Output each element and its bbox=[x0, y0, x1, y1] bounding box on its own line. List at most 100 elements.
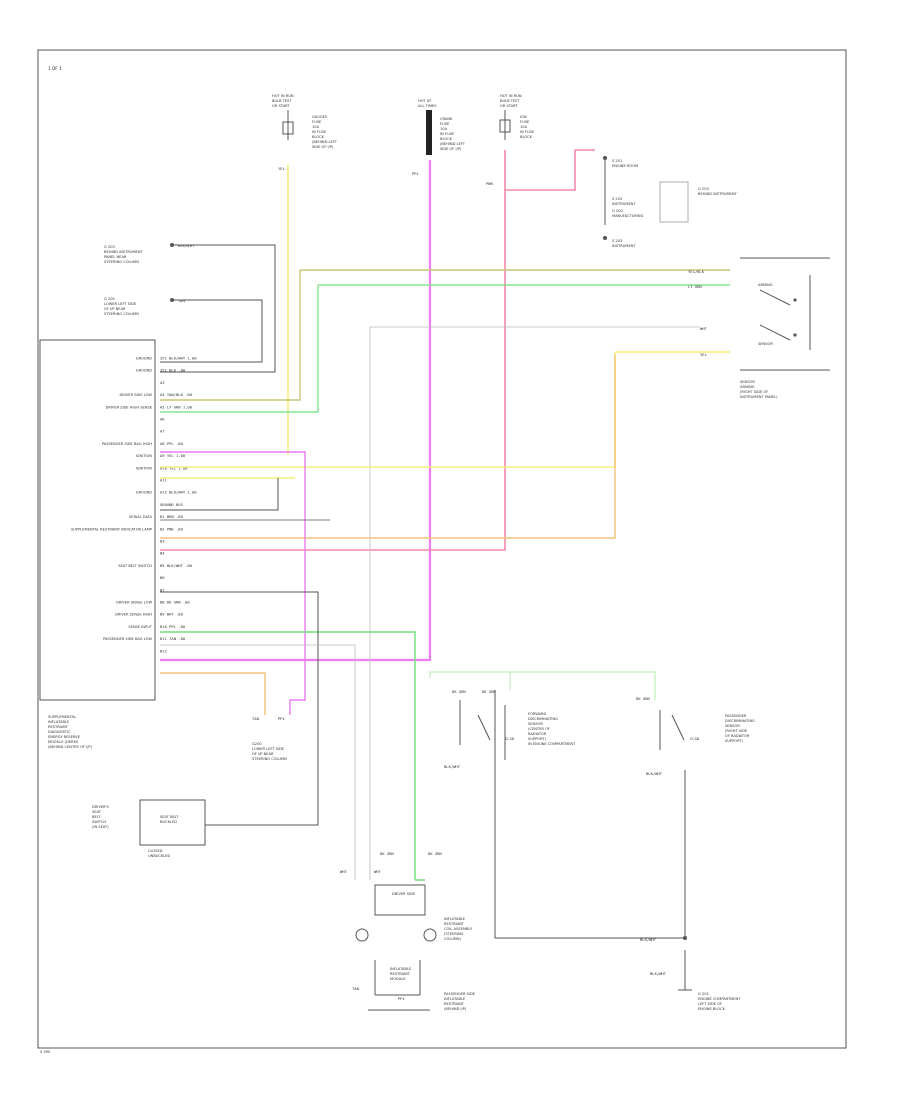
derm-pin-wire: A3 bbox=[160, 380, 165, 385]
svg-text:SENSOR: SENSOR bbox=[528, 722, 543, 726]
driver-coil-assembly: DRIVER SIDE INFLATABLE RESTRAINT MODULE … bbox=[340, 851, 476, 1011]
derm-pin-wire: B5 BLK/WHT .80 bbox=[160, 563, 193, 568]
svg-text:ENGINE COMPARTMENT: ENGINE COMPARTMENT bbox=[698, 997, 741, 1001]
svg-text:RESTRAINT: RESTRAINT bbox=[444, 1002, 465, 1006]
fuse-block-crank: HOT AT ALL TIMES CRANK FUSE 10A IN FUSE … bbox=[418, 99, 466, 155]
svg-text:IGN: IGN bbox=[520, 115, 527, 119]
derm-pin-wire: A9 YEL 1.00 bbox=[160, 453, 186, 458]
wire-orange-tan bbox=[160, 672, 266, 715]
svg-text:PPL: PPL bbox=[398, 996, 406, 1001]
svg-text:BLK/WHT: BLK/WHT bbox=[650, 971, 667, 976]
svg-text:(RIGHT SIDE: (RIGHT SIDE bbox=[725, 729, 748, 733]
svg-text:SENSOR: SENSOR bbox=[758, 342, 773, 346]
svg-text:DISCRIMINATING: DISCRIMINATING bbox=[528, 717, 558, 721]
forward-sensor-2: DK GRN CLSD BLK/WHT PASSENGER DISCRIMINA… bbox=[636, 696, 755, 776]
svg-text:COIL ASSEMBLY: COIL ASSEMBLY bbox=[444, 927, 473, 931]
svg-text:SENSOR: SENSOR bbox=[740, 380, 755, 384]
wire-green-ltgrn bbox=[160, 284, 730, 413]
svg-text:TAN: TAN bbox=[352, 986, 360, 991]
tag-yel-blk: YEL/BLK bbox=[688, 269, 705, 274]
svg-text:10A: 10A bbox=[520, 125, 528, 129]
svg-text:INFLATABLE: INFLATABLE bbox=[444, 917, 466, 921]
svg-text:DK GRN: DK GRN bbox=[380, 851, 394, 856]
derm-pin-label: SUPPLEMENTAL RESTRAINT INDICATOR LAMP bbox=[71, 527, 153, 531]
svg-text:BULB TEST: BULB TEST bbox=[272, 99, 292, 103]
svg-text:STEERING COLUMN: STEERING COLUMN bbox=[104, 312, 139, 316]
svg-text:GAUGES: GAUGES bbox=[312, 115, 328, 119]
svg-text:OF I/P NEAR: OF I/P NEAR bbox=[104, 307, 126, 311]
svg-text:IN FUSE: IN FUSE bbox=[312, 130, 327, 134]
svg-text:CRANK: CRANK bbox=[440, 117, 453, 121]
sensor-arming-switch: ARMING SENSOR SENSOR ARMING (RIGHT SIDE … bbox=[740, 257, 830, 399]
svg-text:DK GRN: DK GRN bbox=[452, 689, 466, 694]
svg-text:LEFT SIDE OF: LEFT SIDE OF bbox=[698, 1002, 722, 1006]
svg-text:(RIGHT SIDE OF: (RIGHT SIDE OF bbox=[740, 390, 768, 394]
svg-text:MANUFACTURING: MANUFACTURING bbox=[612, 214, 644, 218]
svg-text:COLUMN): COLUMN) bbox=[444, 937, 462, 941]
svg-text:ENERGY RESERVE: ENERGY RESERVE bbox=[48, 735, 81, 739]
svg-text:ENGINE BLOCK: ENGINE BLOCK bbox=[698, 1007, 726, 1011]
svg-text:BLK/WHT: BLK/WHT bbox=[640, 937, 657, 942]
svg-text:PASSENGER: PASSENGER bbox=[725, 714, 747, 718]
derm-pin-wire: A12 BLK/WHT 1.00 bbox=[160, 490, 197, 495]
svg-text:BLOCK: BLOCK bbox=[520, 135, 533, 139]
svg-text:10A: 10A bbox=[312, 125, 320, 129]
wire-gray-ground2 bbox=[160, 299, 263, 363]
svg-text:SEAT: SEAT bbox=[92, 810, 102, 814]
svg-text:WHT: WHT bbox=[340, 869, 348, 874]
derm-pin-label: GROUND bbox=[136, 357, 152, 361]
svg-text:SUPPLEMENTAL: SUPPLEMENTAL bbox=[48, 715, 76, 719]
derm-pin-wire: B6 bbox=[160, 575, 165, 580]
wire-olive-yelblk bbox=[160, 269, 730, 401]
derm-pin-wire: B3 bbox=[160, 539, 165, 544]
fuse-block-ign: HOT IN RUN BULB TEST OR START IGN FUSE 1… bbox=[499, 94, 535, 140]
derm-pin-label: GROUND bbox=[136, 491, 152, 495]
wire-orange-serial bbox=[160, 355, 616, 539]
svg-text:DK GRN: DK GRN bbox=[636, 696, 650, 701]
ground-under-module: TAN PPL G200 LOWER LEFT SIDE OF I/P NEAR… bbox=[252, 716, 287, 761]
footer-code: S 390 bbox=[40, 1050, 51, 1054]
derm-pin-label: DRIVER SENSE LOW bbox=[116, 601, 152, 605]
wire-gray-loop bbox=[494, 690, 686, 939]
svg-text:BELT: BELT bbox=[92, 815, 101, 819]
wire-label-pnk-top: PNK bbox=[486, 181, 494, 186]
derm-pin-wire: A5 LT GRN 1.00 bbox=[160, 404, 193, 409]
svg-text:BUCKLED: BUCKLED bbox=[160, 820, 177, 824]
svg-text:SEAT BELT: SEAT BELT bbox=[160, 815, 179, 819]
svg-text:(BEHIND CENTER OF I/P): (BEHIND CENTER OF I/P) bbox=[48, 745, 93, 749]
wire-gray-ground1 bbox=[160, 244, 276, 373]
svg-text:S 203: S 203 bbox=[612, 197, 622, 201]
wire-white-wht bbox=[369, 326, 700, 880]
svg-text:(BEHIND I/P): (BEHIND I/P) bbox=[444, 1007, 467, 1011]
svg-text:BLOCK: BLOCK bbox=[312, 135, 325, 139]
derm-pin-wire: A11 bbox=[160, 478, 168, 483]
wire-label-ppl-top: PPL bbox=[412, 171, 420, 176]
svg-text:CLSD: CLSD bbox=[505, 736, 515, 741]
svg-text:ALL TIMES: ALL TIMES bbox=[418, 104, 437, 108]
svg-text:BLOCK: BLOCK bbox=[440, 137, 453, 141]
derm-pin-label: SERIAL DATA bbox=[129, 515, 153, 519]
derm-pin-label: SENSE INPUT bbox=[128, 625, 152, 629]
svg-text:INSTRUMENT: INSTRUMENT bbox=[612, 244, 636, 248]
derm-pin-wire: A8 PPL .80 bbox=[160, 441, 184, 446]
svg-text:IN FUSE: IN FUSE bbox=[520, 130, 535, 134]
svg-text:G200: G200 bbox=[252, 742, 262, 746]
svg-text:DRIVER SIDE: DRIVER SIDE bbox=[392, 892, 416, 896]
splice-group-right: S 201 ENGINE ROOM S 203 INSTRUMENT G 200… bbox=[603, 156, 738, 248]
wire-gray-ground3 bbox=[160, 478, 279, 511]
svg-text:CLSD: CLSD bbox=[690, 736, 700, 741]
derm-pin-label: DRIVER SENSE HIGH bbox=[115, 613, 152, 617]
svg-text:OF RADIATOR: OF RADIATOR bbox=[725, 734, 750, 738]
derm-pin-wire: A7 bbox=[160, 429, 165, 434]
svg-text:HOT AT: HOT AT bbox=[418, 99, 432, 103]
svg-text:SWITCH: SWITCH bbox=[92, 820, 106, 824]
svg-text:PANEL NEAR: PANEL NEAR bbox=[104, 255, 127, 259]
svg-text:PPL: PPL bbox=[278, 716, 286, 721]
svg-text:OR START: OR START bbox=[500, 104, 518, 108]
svg-text:WHT: WHT bbox=[374, 869, 382, 874]
wire-magenta-ppl bbox=[160, 451, 306, 715]
derm-pin-label: GROUND bbox=[136, 369, 152, 373]
svg-text:RADIATOR: RADIATOR bbox=[528, 732, 547, 736]
svg-text:IN ENGINE COMPARTMENT: IN ENGINE COMPARTMENT bbox=[528, 742, 576, 746]
